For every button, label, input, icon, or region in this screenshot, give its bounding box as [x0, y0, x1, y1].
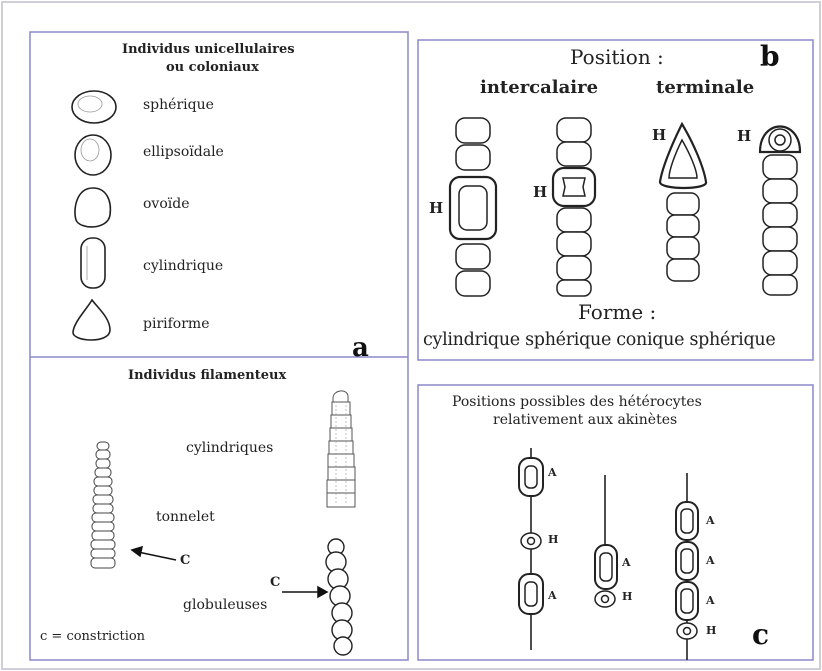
- heterocyst-h-label-4: H: [737, 127, 751, 145]
- label-globuleuses: globuleuses: [183, 597, 267, 613]
- label-constriction: c = constriction: [40, 629, 145, 644]
- heterocyst-terminale-spherique-icon: [760, 127, 800, 296]
- filament-tonnelet-icon: [91, 442, 115, 568]
- constriction-arrow-2: [282, 587, 327, 597]
- akinete-filament-3-icon: [676, 473, 698, 660]
- akinete-a-label-5: A: [706, 554, 715, 567]
- shape-label-spherique: sphérique: [143, 97, 214, 113]
- akinete-a-label-1: A: [548, 466, 557, 479]
- filament-globuleuses-icon: [326, 539, 352, 655]
- shape-ellipsoidale-icon: [75, 135, 111, 175]
- heterocyst-h-label-3: H: [652, 126, 666, 144]
- unicellular-title-line-2: ou coloniaux: [166, 60, 259, 75]
- panel-a-letter: a: [352, 333, 369, 363]
- forme-values: cylindrique sphérique conique sphérique: [423, 330, 775, 350]
- filament-title: Individus filamenteux: [128, 368, 286, 383]
- shape-spherique-icon: [72, 91, 116, 123]
- panel-c-title-line-2: relativement aux akinètes: [493, 412, 677, 428]
- label-c-2: C: [270, 575, 280, 590]
- heterocyst-h-label-6: H: [622, 590, 632, 603]
- heterocyst-h-label-2: H: [533, 183, 547, 201]
- shape-label-piriforme: piriforme: [143, 316, 209, 332]
- constriction-arrow-1: [132, 547, 176, 560]
- position-title: Position :: [570, 45, 664, 69]
- label-terminale: terminale: [656, 77, 754, 98]
- shape-label-ellipsoidale: ellipsoïdale: [143, 144, 224, 160]
- shape-label-cylindrique: cylindrique: [143, 258, 223, 274]
- akinete-a-label-6: A: [706, 594, 715, 607]
- forme-title: Forme :: [578, 300, 656, 324]
- shape-label-ovoide: ovoïde: [143, 196, 190, 212]
- heterocyst-intercalaire-cylindrique-icon: [450, 118, 496, 296]
- heterocyst-h-label-1: H: [429, 199, 443, 217]
- heterocyst-h-label-5: H: [548, 533, 558, 546]
- shape-cylindrique-icon: [81, 238, 105, 288]
- akinete-a-label-2: A: [548, 589, 557, 602]
- heterocyst-h-label-7: H: [706, 624, 716, 637]
- shape-ovoide-icon: [75, 188, 110, 227]
- label-c-1: C: [180, 553, 190, 568]
- panel-c-title-line-1: Positions possibles des hétérocytes: [452, 394, 702, 410]
- label-cylindriques: cylindriques: [186, 440, 273, 456]
- panel-b-letter: b: [760, 40, 780, 73]
- panel-c-letter: c: [752, 618, 769, 651]
- label-tonnelet: tonnelet: [156, 509, 215, 525]
- heterocyst-terminale-conique-icon: [660, 124, 706, 281]
- heterocyst-intercalaire-spherique-icon: [553, 118, 595, 296]
- unicellular-title-line-1: Individus unicellulaires: [122, 42, 295, 57]
- akinete-filament-1-icon: [519, 448, 543, 650]
- akinete-a-label-4: A: [706, 514, 715, 527]
- akinete-a-label-3: A: [622, 556, 631, 569]
- shape-piriforme-icon: [73, 300, 110, 340]
- akinete-filament-2-icon: [595, 475, 617, 607]
- filament-cylindriques-icon: [327, 391, 355, 507]
- label-intercalaire: intercalaire: [480, 77, 598, 98]
